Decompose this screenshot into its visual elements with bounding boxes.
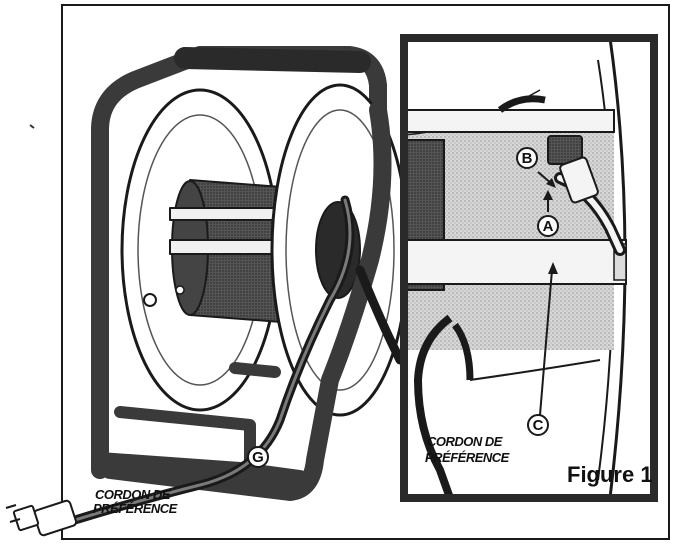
callout-b-label: B — [522, 150, 533, 167]
cord-label-main-line1: CORDON DE — [95, 487, 171, 502]
cord-label-main-line2: PRÉFÉRENCE — [93, 501, 178, 516]
figure-label: Figure 1 — [567, 462, 653, 487]
cord-label-inset-line2: PRÉFÉRENCE — [425, 450, 510, 465]
upper-axle-tube — [404, 109, 615, 133]
lower-axle-tube — [404, 239, 627, 285]
detail-inset — [400, 34, 658, 502]
callout-g-label: G — [252, 449, 264, 466]
front-frame-tube — [101, 101, 392, 501]
inset-border — [400, 34, 658, 502]
connector-plug-icon — [547, 135, 626, 256]
plug-icon — [5, 499, 78, 537]
callout-g-circle — [247, 446, 269, 468]
stray-mark — [29, 124, 35, 129]
callout-a-circle — [537, 215, 559, 237]
callout-a-label: A — [543, 218, 554, 235]
cord-label-inset-line1: CORDON DE — [427, 434, 503, 449]
inset-cord — [413, 314, 454, 498]
callout-c-circle — [527, 414, 549, 436]
back-frame-tube — [91, 46, 387, 479]
outer-frame — [61, 4, 670, 540]
reel-illustration — [5, 46, 410, 537]
callout-b-circle — [516, 147, 538, 169]
handle-bar — [174, 47, 371, 73]
callout-c-label: C — [533, 417, 544, 434]
